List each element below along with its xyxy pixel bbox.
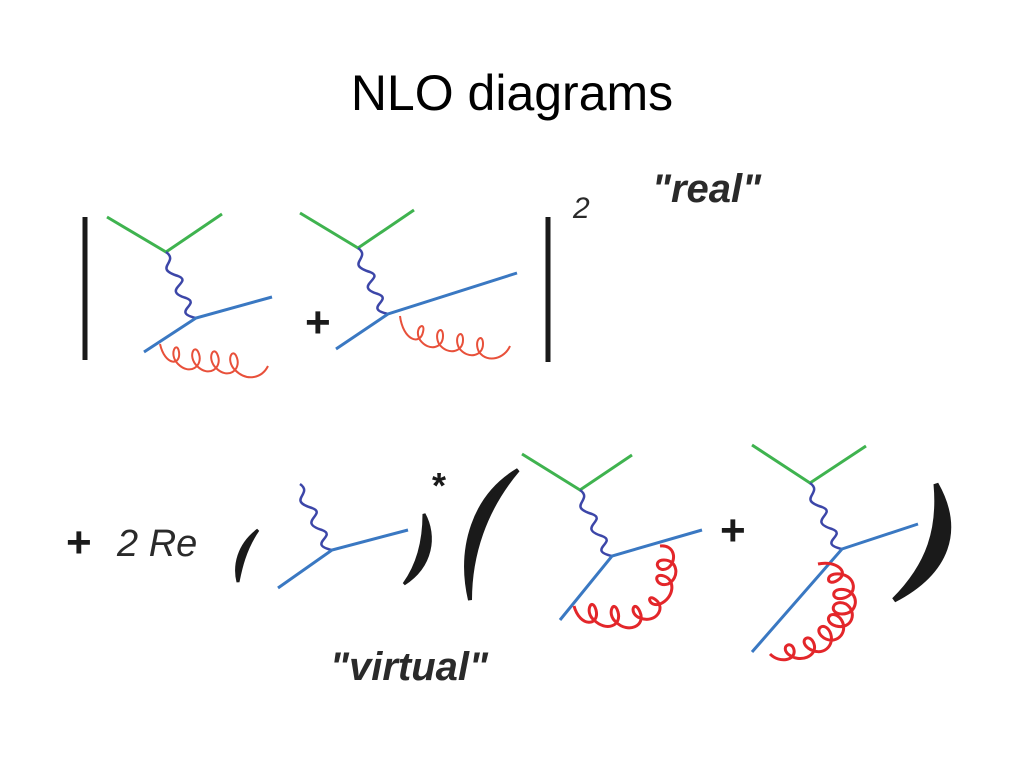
- exponent-2: 2: [572, 192, 590, 225]
- quark-line: [750, 522, 919, 653]
- quark-line: [335, 271, 518, 351]
- paren-close-small: [402, 513, 432, 586]
- virtual-label: "virtual": [330, 645, 489, 689]
- gluon-line: [159, 343, 269, 379]
- plus-sign-virtual-2: +: [720, 506, 746, 555]
- real-diagram-2: [299, 208, 518, 360]
- two-re-label: 2 Re: [116, 523, 197, 565]
- lepton-line: [299, 208, 415, 250]
- photon-line: [299, 482, 333, 552]
- plus-sign: +: [305, 298, 331, 347]
- gluon-loop: [768, 561, 857, 662]
- conjugate-star: *: [432, 465, 446, 506]
- slide-title: NLO diagrams: [350, 65, 674, 121]
- plus-sign-virtual: +: [66, 518, 92, 567]
- gluon-line: [399, 315, 511, 360]
- lepton-line: [106, 212, 223, 254]
- real-diagram-1: [106, 212, 273, 379]
- photon-line: [357, 246, 389, 316]
- virtual-diagram-1: [521, 452, 703, 630]
- gluon-loop: [572, 544, 678, 630]
- quark-line: [143, 295, 273, 354]
- born-diagram: [277, 482, 409, 590]
- paren-open-small: [235, 528, 260, 583]
- photon-line: [165, 250, 197, 320]
- quark-line: [277, 528, 409, 590]
- paren-open-large: [464, 468, 520, 601]
- lepton-line: [751, 443, 867, 485]
- virtual-diagram-2: [750, 443, 919, 662]
- quark-line: [558, 528, 703, 621]
- paren-close-large: [892, 482, 952, 603]
- photon-line: [579, 488, 613, 558]
- photon-line: [809, 481, 843, 551]
- lepton-line: [521, 452, 633, 492]
- real-label: "real": [652, 167, 762, 211]
